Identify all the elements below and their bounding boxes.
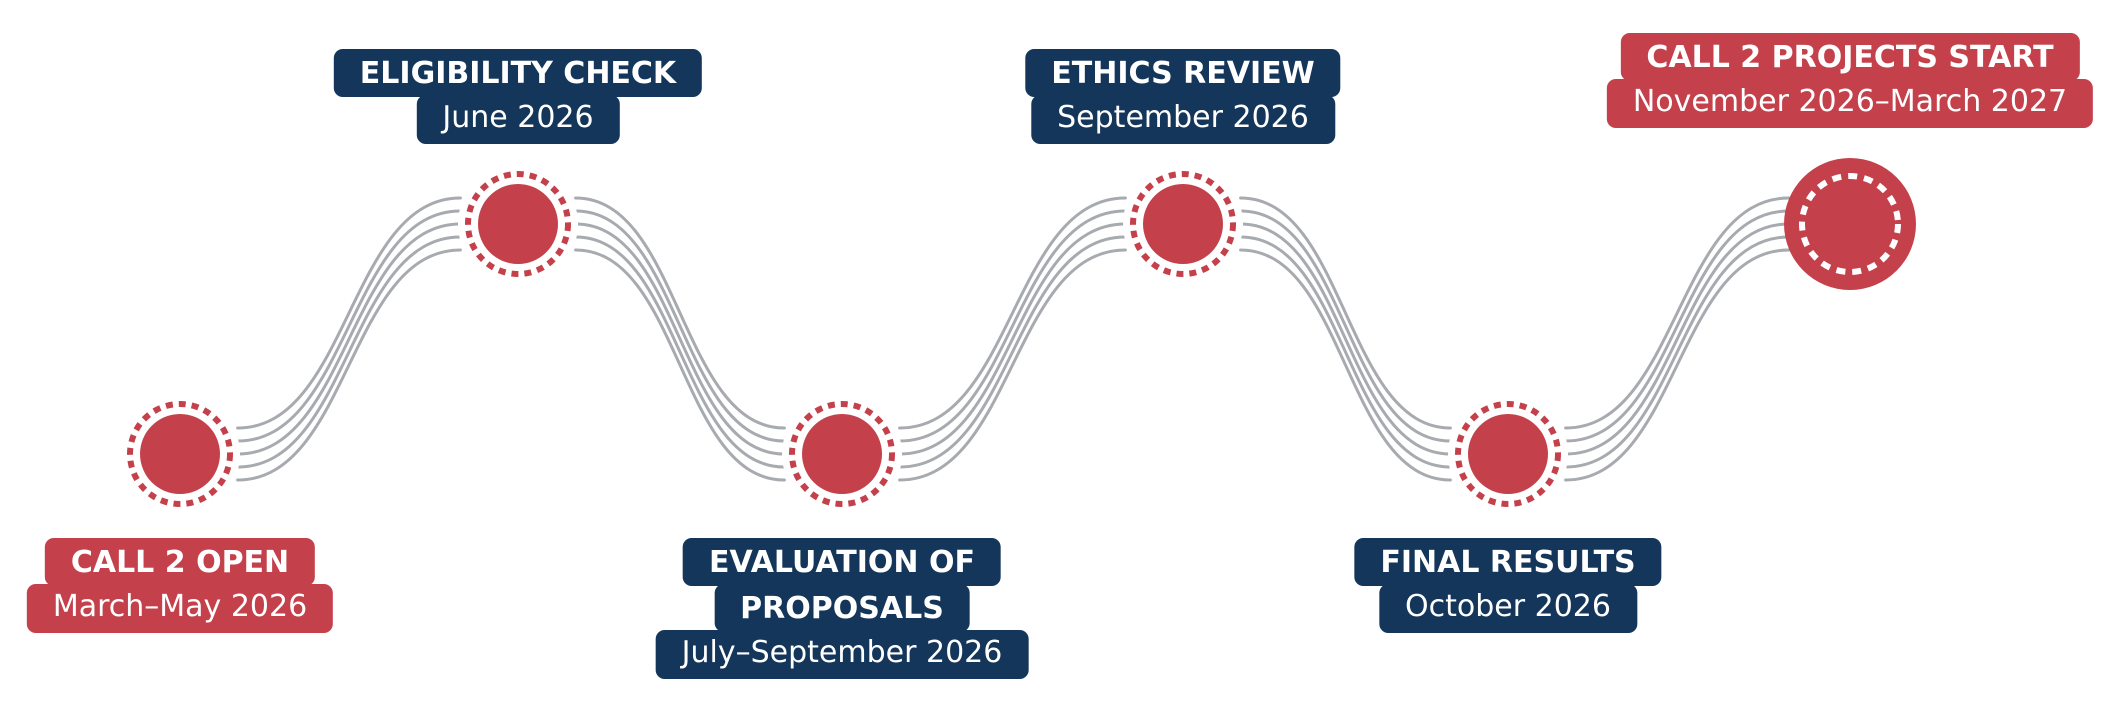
milestone-title: EVALUATION OF <box>683 538 1001 586</box>
milestone-date: June 2026 <box>416 95 620 144</box>
wave-strand <box>1564 209 1791 443</box>
node-disc <box>478 184 558 264</box>
wave-strand <box>1239 235 1452 469</box>
wave-strand <box>1564 222 1791 456</box>
wave-strand <box>1564 235 1791 469</box>
node-dashed-ring <box>127 401 233 507</box>
milestone-title: ETHICS REVIEW <box>1025 49 1341 97</box>
wave-strand <box>574 235 786 469</box>
wave-strand <box>898 196 1127 430</box>
wave-strand <box>574 209 786 443</box>
wave-strand <box>574 248 786 482</box>
end-node-dashed-ring <box>1799 173 1901 275</box>
node-disc <box>1468 414 1548 494</box>
wave-strand <box>898 222 1127 456</box>
node-dashed-ring <box>465 171 571 277</box>
milestone-title: CALL 2 OPEN <box>44 538 316 586</box>
milestone-date: July–September 2026 <box>655 630 1029 679</box>
node-disc <box>802 414 882 494</box>
milestone-node <box>120 394 240 514</box>
milestone-node <box>1123 164 1243 284</box>
wave-strand <box>236 248 462 482</box>
wave-strand <box>574 222 786 456</box>
milestone-node <box>458 164 578 284</box>
wave-strand <box>1564 248 1791 482</box>
wave-connectors <box>236 196 1791 482</box>
milestone-title: PROPOSALS <box>714 584 970 632</box>
milestone-title: ELIGIBILITY CHECK <box>333 49 703 97</box>
milestone-date: November 2026–March 2027 <box>1606 79 2094 128</box>
milestone-title: FINAL RESULTS <box>1354 538 1662 586</box>
wave-strand <box>1239 196 1452 430</box>
milestone-title: CALL 2 PROJECTS START <box>1620 33 2080 81</box>
node-disc <box>1143 184 1223 264</box>
milestone-nodes <box>120 158 1916 514</box>
wave-strand <box>236 235 462 469</box>
wave-strand <box>1564 196 1791 430</box>
milestone-node <box>782 394 902 514</box>
node-disc <box>140 414 220 494</box>
node-dashed-ring <box>1455 401 1561 507</box>
wave-strand <box>898 248 1127 482</box>
node-dashed-ring <box>1130 171 1236 277</box>
milestone-end-node <box>1784 158 1916 290</box>
wave-strand <box>898 209 1127 443</box>
wave-strand <box>1239 222 1452 456</box>
milestone-date: October 2026 <box>1379 584 1637 633</box>
wave-strand <box>574 196 786 430</box>
wave-strand <box>1239 248 1452 482</box>
wave-strand <box>236 196 462 430</box>
wave-strand <box>1239 209 1452 443</box>
wave-strand <box>898 235 1127 469</box>
wave-strand <box>236 222 462 456</box>
milestone-date: September 2026 <box>1031 95 1335 144</box>
milestone-node <box>1448 394 1568 514</box>
node-dashed-ring <box>789 401 895 507</box>
wave-strand <box>236 209 462 443</box>
milestone-date: March–May 2026 <box>26 584 334 633</box>
